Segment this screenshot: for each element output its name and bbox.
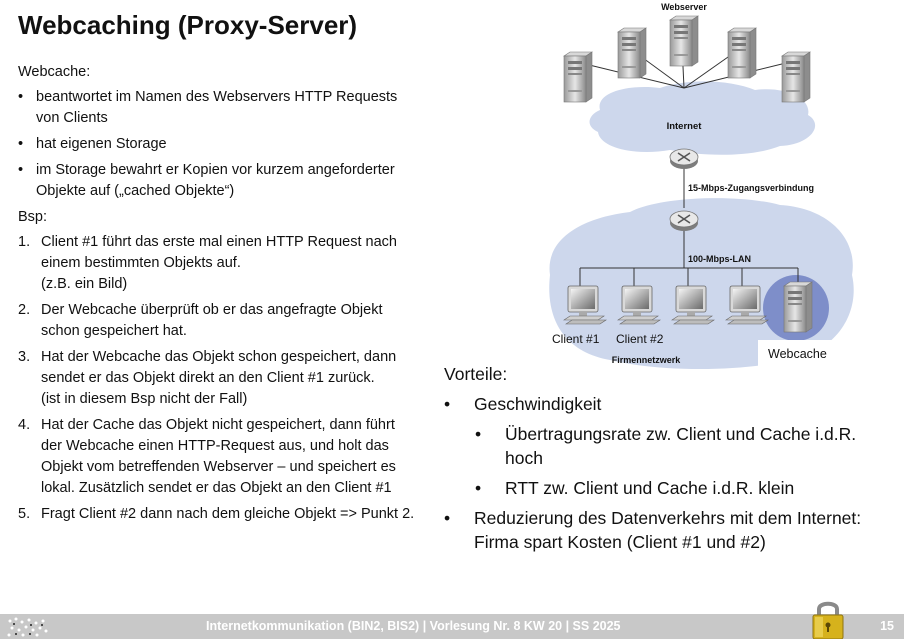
list-item: •RTT zw. Client und Cache i.d.R. klein [475,478,795,498]
footer-bar: Internetkommunikation (BIN2, BIS2) | Vor… [0,614,904,639]
lan-label: 100-Mbps-LAN [688,254,751,264]
webserver-label: Webserver [661,2,707,12]
client2-label: Client #2 [616,332,664,346]
step-item: 2.Der Webcache überprüft ob er das angef… [18,302,383,339]
page-number: 15 [880,619,894,633]
logo-icon [4,614,50,639]
step-item: 4.Hat der Cache das Objekt nicht gespeic… [18,417,396,496]
network-label: Firmennetzwerk [612,355,682,365]
internet-cloud [589,81,816,155]
step-item: 3.Hat der Webcache das Objekt schon gesp… [18,349,397,407]
step-item: 5.Fragt Client #2 dann nach dem gleiche … [18,506,415,522]
list-item: •im Storage bewahrt er Kopien vor kurzem… [18,160,418,202]
internet-label: Internet [667,121,703,132]
list-item: •Übertragungsrate zw. Client und Cache i… [475,424,857,468]
example-label: Bsp: [18,209,48,225]
bullet-icon: • [475,478,482,498]
lan-router-icon [669,210,699,232]
right-column: Vorteile: •Geschwindigkeit •Übertragungs… [444,362,864,560]
bullet-icon: • [475,424,482,444]
footer-text: Internetkommunikation (BIN2, BIS2) | Vor… [206,619,621,633]
bullet-icon: • [444,508,451,528]
bullet-icon: • [18,162,24,178]
step-item: 1.Client #1 führt das erste mal einen HT… [18,234,397,292]
lock-icon [812,601,844,639]
list-item: •Reduzierung des Datenverkehrs mit dem I… [444,508,862,552]
internet-router-icon [669,148,699,170]
bullet-icon: • [18,89,24,105]
bullet-icon: • [18,136,24,152]
link-label: 15-Mbps-Zugangsverbindung [688,183,814,193]
list-item: •beantwortet im Namen des Webservers HTT… [18,87,418,129]
list-item: •hat eigenen Storage [18,134,418,155]
left-column: Webcache: •beantwortet im Namen des Webs… [18,62,418,530]
intro-text: Webcache: [18,64,91,80]
bullet-icon: • [444,394,451,414]
webcache-label: Webcache [768,347,827,361]
slide-title: Webcaching (Proxy-Server) [18,10,358,40]
advantages-heading: Vorteile: [444,364,508,384]
network-diagram: Webserver Internet 15-Mbps-Zugangsverbin… [549,2,854,369]
list-item: •Geschwindigkeit [444,394,602,414]
client1-label: Client #1 [552,332,600,346]
